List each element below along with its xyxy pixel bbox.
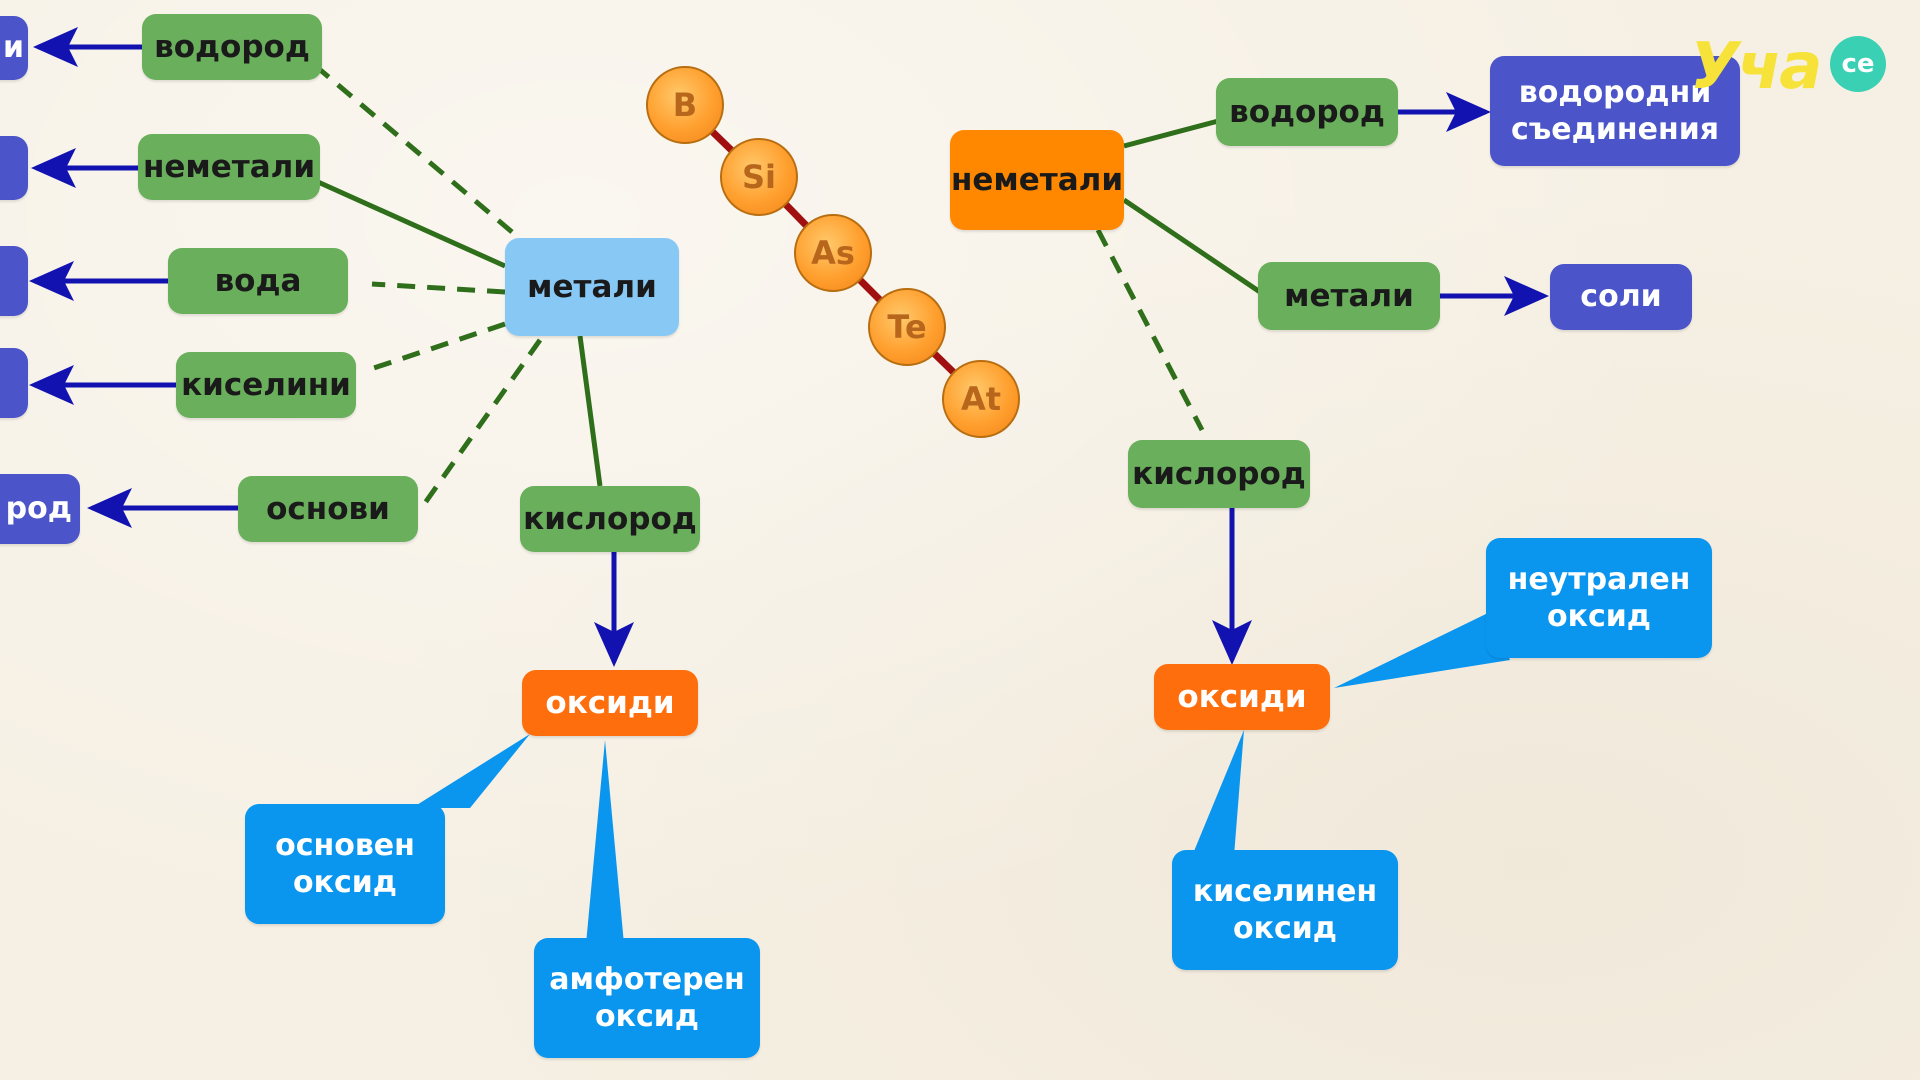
- node-oxygen-left: кислород: [520, 486, 700, 552]
- link-metals-oxygen: [577, 335, 603, 487]
- cutoff-box-nonmetals: [0, 136, 28, 200]
- link-nonmetals-metals: [1122, 197, 1262, 295]
- callout-amphoteric-oxide: [586, 740, 624, 944]
- link-metals-bases: [417, 338, 543, 512]
- node-salts: соли: [1550, 264, 1692, 330]
- brand-logo-text: Уча: [1690, 30, 1822, 104]
- element-silicon: Si: [720, 138, 798, 216]
- node-amphoteric-oxide: амфотерен оксид: [534, 938, 760, 1058]
- node-oxygen-right: кислород: [1128, 440, 1310, 508]
- callout-basic-oxide: [412, 734, 530, 808]
- element-arsenic: As: [794, 214, 872, 292]
- element-astatine: At: [942, 360, 1020, 438]
- element-boron: B: [646, 66, 724, 144]
- node-hydrogen: водород: [142, 14, 322, 80]
- link-nonmetals-oxygen: [1095, 228, 1205, 432]
- node-hydrogen-compounds: водородни съединения: [1490, 56, 1740, 166]
- callout-neutral-oxide: [1334, 612, 1510, 688]
- node-bases: основи: [238, 476, 418, 542]
- brand-logo: Уча се: [1690, 24, 1900, 114]
- cutoff-box-bases: род: [0, 474, 80, 544]
- callout-acidic-oxide: [1192, 730, 1244, 856]
- node-metals-right: метали: [1258, 262, 1440, 330]
- node-water: вода: [168, 248, 348, 314]
- node-oxides-left: оксиди: [522, 670, 698, 736]
- node-metals-center: метали: [505, 238, 679, 336]
- node-oxides-right: оксиди: [1154, 664, 1330, 730]
- link-nonmetals-hydrogen: [1123, 117, 1223, 149]
- element-tellurium: Te: [868, 288, 946, 366]
- node-acids: киселини: [176, 352, 356, 418]
- cutoff-box-acids: [0, 348, 28, 418]
- node-acidic-oxide: киселинен оксид: [1172, 850, 1398, 970]
- speech-bubble-icon: се: [1830, 36, 1886, 92]
- cutoff-box-hydrogen: и: [0, 16, 28, 80]
- node-hydrogen-right: водород: [1216, 78, 1398, 146]
- cutoff-box-water: [0, 246, 28, 316]
- link-metals-acids: [367, 321, 506, 373]
- node-neutral-oxide: неутрален оксид: [1486, 538, 1712, 658]
- node-basic-oxide: основен оксид: [245, 804, 445, 924]
- link-metals-water: [371, 281, 506, 295]
- link-metals-hydrogen: [316, 66, 514, 234]
- link-metals-nonmetals: [316, 179, 507, 269]
- node-nonmetals: неметали: [138, 134, 320, 200]
- node-nonmetals-center: неметали: [950, 130, 1124, 230]
